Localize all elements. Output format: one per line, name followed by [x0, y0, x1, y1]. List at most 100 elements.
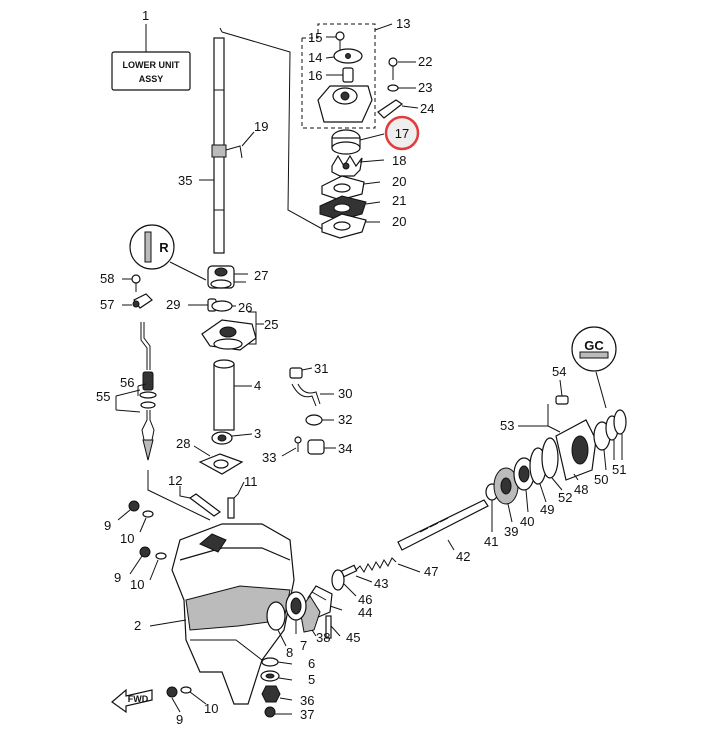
label-20b: 20 — [392, 214, 406, 229]
symbol-gc-text: GC — [584, 338, 604, 353]
water-tube-30 — [291, 383, 334, 407]
label-42: 42 — [456, 549, 470, 564]
label-10c: 10 — [204, 701, 218, 716]
gasket-28 — [193, 445, 244, 475]
label-10b: 10 — [130, 577, 144, 592]
label-35: 35 — [178, 173, 192, 188]
label-27: 27 — [254, 268, 268, 283]
bearing-7 — [285, 591, 307, 634]
bracket-55-56 — [115, 383, 147, 413]
bolt-9-middle — [129, 546, 151, 575]
fwd-text: FWD — [128, 694, 149, 704]
seal-34 — [307, 439, 336, 455]
gasket-20-lower — [321, 213, 380, 239]
plunger-43 — [340, 564, 373, 583]
fwd-arrow: FWD — [111, 688, 153, 714]
bolt-54 — [555, 379, 569, 405]
label-55: 55 — [96, 389, 110, 404]
shift-rod-55 — [139, 322, 157, 461]
label-9b: 9 — [114, 570, 121, 585]
label-34: 34 — [338, 441, 352, 456]
shim-8 — [266, 601, 287, 647]
label-13: 13 — [396, 16, 410, 31]
label-11: 11 — [244, 474, 258, 489]
label-7: 7 — [300, 638, 307, 653]
label-52: 52 — [558, 490, 572, 505]
label-31: 31 — [314, 361, 328, 376]
label-50: 50 — [594, 472, 608, 487]
label-6: 6 — [308, 656, 315, 671]
label-51: 51 — [612, 462, 626, 477]
label-3: 3 — [254, 426, 261, 441]
label-28: 28 — [176, 436, 190, 451]
pin-19 — [225, 131, 255, 159]
symbol-r: R — [129, 224, 207, 281]
seal-51 — [605, 409, 627, 460]
bolt-9-lower — [166, 686, 181, 713]
pinion-gear-5 — [260, 670, 293, 682]
label-49: 49 — [540, 502, 554, 517]
spring-47 — [353, 557, 421, 573]
impeller-18 — [331, 154, 385, 177]
lower-case-2 — [149, 523, 295, 705]
label-56: 56 — [120, 375, 134, 390]
title-box-line2: ASSY — [139, 74, 164, 84]
drive-shaft — [199, 37, 227, 254]
label-29: 29 — [166, 297, 180, 312]
pinion-gear-6 — [261, 657, 293, 667]
label-32: 32 — [338, 412, 352, 427]
label-23: 23 — [418, 80, 432, 95]
label-53: 53 — [500, 418, 514, 433]
pinion-36 — [261, 685, 293, 703]
shift-rod-holder-57 — [122, 293, 153, 309]
label-26: 26 — [238, 300, 252, 315]
plate-12 — [179, 486, 222, 517]
cap-48 — [555, 419, 597, 481]
label-15: 15 — [308, 30, 322, 45]
label-9a: 9 — [104, 518, 111, 533]
plate-21 — [319, 195, 381, 221]
washer-10-upper — [139, 510, 154, 533]
label-17: 17 — [395, 126, 409, 141]
label-48: 48 — [574, 482, 588, 497]
label-43: 43 — [374, 576, 388, 591]
bushing-26 — [211, 300, 236, 312]
bearing-40 — [513, 457, 535, 513]
washer-23 — [387, 84, 416, 92]
label-25: 25 — [264, 317, 278, 332]
nut-37 — [264, 706, 292, 718]
gasket-20-upper — [321, 175, 381, 201]
bearing-housing-25 — [201, 311, 264, 351]
o-ring-46 — [331, 569, 357, 597]
label-47: 47 — [424, 564, 438, 579]
part-number-labels: 13 15 14 16 22 23 24 18 20 21 20 19 35 2… — [96, 16, 626, 727]
label-45: 45 — [346, 630, 360, 645]
label-22: 22 — [418, 54, 432, 69]
label-5: 5 — [308, 672, 315, 687]
bearing-27 — [207, 265, 248, 289]
label-4: 4 — [254, 378, 261, 393]
label-12: 12 — [168, 473, 182, 488]
label-16: 16 — [308, 68, 322, 83]
label-24: 24 — [420, 101, 434, 116]
label-33: 33 — [262, 450, 276, 465]
label-9c: 9 — [176, 712, 183, 727]
label-30: 30 — [338, 386, 352, 401]
label-54: 54 — [552, 364, 566, 379]
label-14: 14 — [308, 50, 322, 65]
washer-10-middle — [149, 552, 167, 581]
screw-33 — [281, 436, 302, 457]
label-36: 36 — [300, 693, 314, 708]
label-57: 57 — [100, 297, 114, 312]
part-17-callout: 17 — [384, 115, 420, 151]
pin-45 — [325, 615, 341, 639]
propeller-shaft-42 — [397, 499, 489, 551]
water-pump-kit-outline — [301, 23, 393, 129]
bracket-24 — [377, 99, 419, 119]
symbol-gc: GC — [571, 326, 617, 409]
pump-screw-15 — [326, 31, 345, 52]
bolt-58 — [122, 274, 141, 292]
sleeve-4 — [213, 359, 252, 431]
label-21: 21 — [392, 193, 406, 208]
label-18: 18 — [392, 153, 406, 168]
